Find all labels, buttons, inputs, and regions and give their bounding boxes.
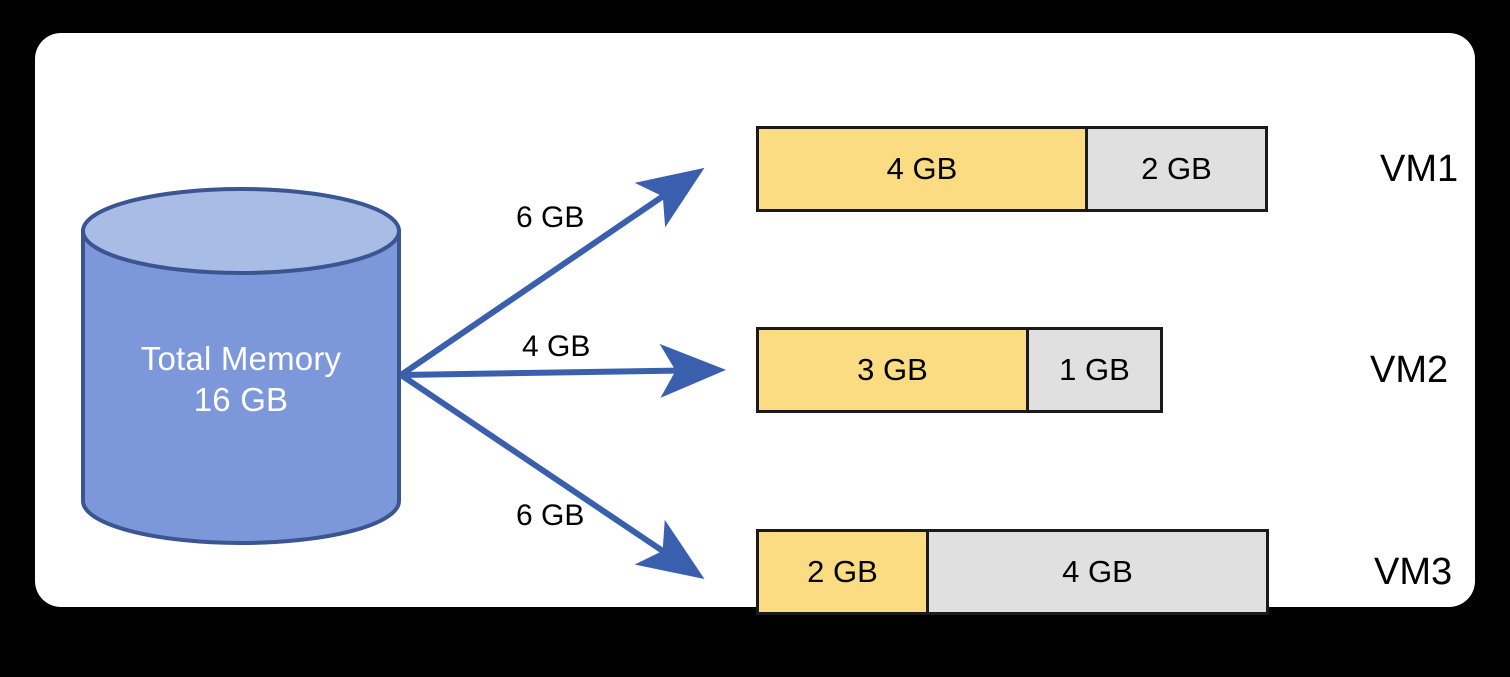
vm-row: 2 GB 4 GB VM3 [756, 528, 1452, 616]
cylinder-capacity: 16 GB [193, 381, 289, 418]
arrow-label-vm1: 6 GB [516, 201, 585, 234]
vm3-label: VM3 [1374, 550, 1453, 593]
arrow-label-vm2: 4 GB [522, 330, 591, 363]
cylinder-top-ellipse [81, 187, 401, 275]
vm2-free-segment[interactable]: 1 GB [1026, 327, 1163, 413]
arrow-to-vm3 [399, 372, 705, 580]
vm1-memory-bar: 4 GB 2 GB [756, 126, 1268, 212]
vm1-free-segment[interactable]: 2 GB [1085, 126, 1268, 212]
vm-row: 4 GB 2 GB VM1 [756, 125, 1458, 213]
diagram-canvas: Total Memory 16 GB 6 GB 4 GB 6 GB 4 GB 2… [35, 33, 1475, 615]
diagram-card: Total Memory 16 GB 6 GB 4 GB 6 GB 4 GB 2… [35, 33, 1475, 615]
total-memory-cylinder [79, 185, 403, 547]
vm1-used-segment[interactable]: 4 GB [756, 126, 1088, 212]
cylinder-body [81, 229, 401, 545]
cylinder-title: Total Memory [140, 340, 342, 377]
vm3-free-segment[interactable]: 4 GB [926, 529, 1269, 615]
vm2-memory-bar: 3 GB 1 GB [756, 327, 1163, 413]
vm3-memory-bar: 2 GB 4 GB [756, 529, 1269, 615]
arrow-to-vm2 [400, 343, 726, 398]
arrow-label-vm3: 6 GB [516, 499, 585, 532]
vm2-used-segment[interactable]: 3 GB [756, 327, 1029, 413]
vm3-used-segment[interactable]: 2 GB [756, 529, 929, 615]
vm2-label: VM2 [1370, 348, 1449, 391]
vm-row: 3 GB 1 GB VM2 [756, 326, 1448, 414]
vm1-label: VM1 [1380, 147, 1459, 190]
